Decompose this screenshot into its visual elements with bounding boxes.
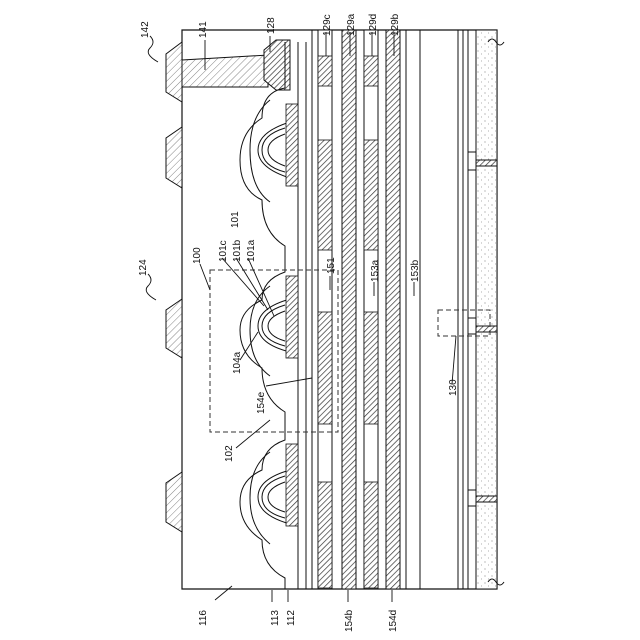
- label-129a: 129a: [346, 13, 357, 36]
- label-129d: 129d: [368, 14, 379, 36]
- label-100: 100: [192, 247, 203, 264]
- label-112: 112: [286, 610, 297, 626]
- contact-plug-141: [182, 55, 268, 87]
- label-128: 128: [266, 17, 277, 34]
- label-116: 116: [198, 610, 209, 626]
- label-129b: 129b: [390, 13, 401, 36]
- label-153b: 153b: [410, 259, 421, 282]
- label-154b: 154b: [344, 609, 355, 632]
- label-154e: 154e: [256, 391, 267, 414]
- label-101c: 101c: [218, 240, 229, 262]
- label-154d: 154d: [388, 610, 399, 632]
- label-101b: 101b: [232, 239, 243, 262]
- label-153a: 153a: [370, 259, 381, 282]
- label-113: 113: [270, 610, 281, 626]
- label-129c: 129c: [322, 14, 333, 36]
- pixel-electrodes: [286, 104, 298, 526]
- label-130: 130: [448, 379, 459, 396]
- label-151: 151: [326, 257, 337, 274]
- label-101: 101: [230, 211, 241, 228]
- label-124: 124: [138, 259, 149, 276]
- bank-structures: [166, 42, 182, 532]
- label-104a: 104a: [232, 351, 243, 374]
- contact-128: [264, 40, 290, 90]
- label-141: 141: [198, 21, 209, 38]
- label-102: 102: [224, 445, 235, 462]
- label-142: 142: [140, 21, 151, 38]
- label-101a: 101a: [246, 239, 257, 262]
